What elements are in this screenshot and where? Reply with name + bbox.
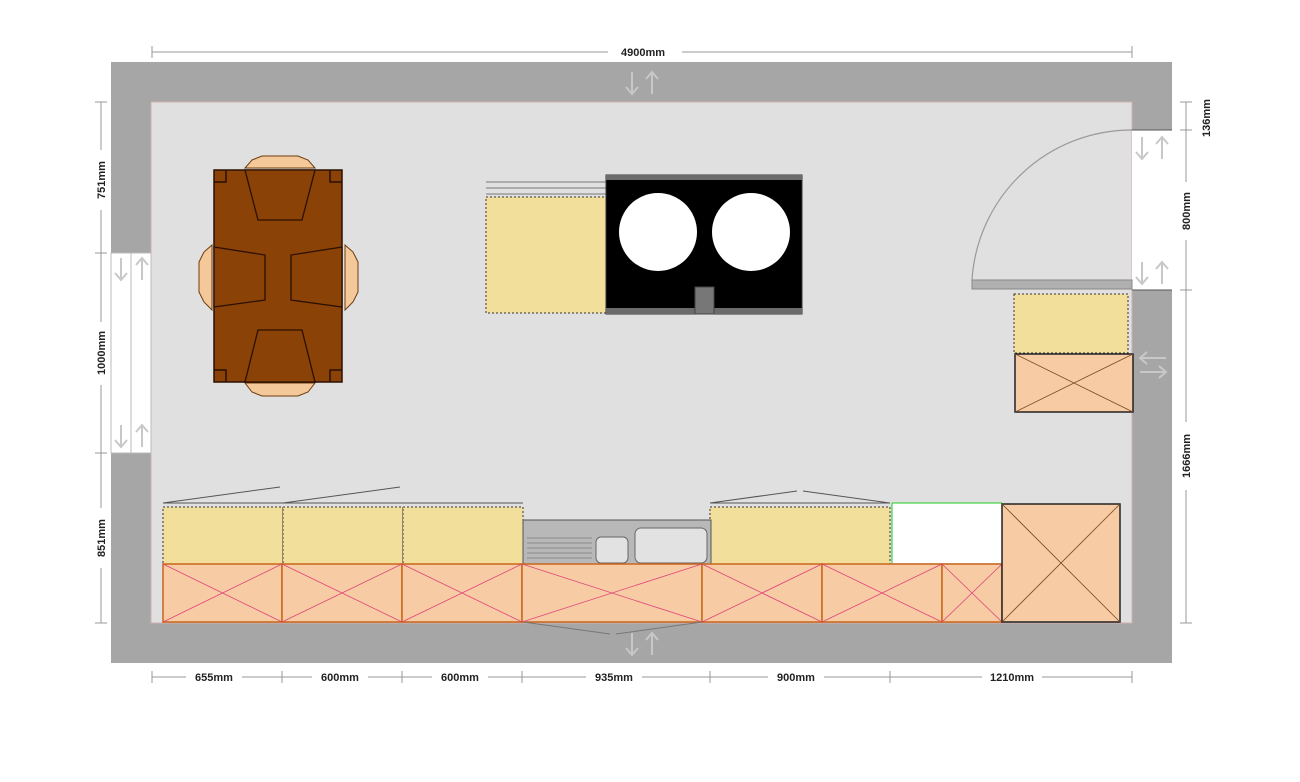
dim-left-2: 1000mm [96, 331, 108, 375]
sink[interactable] [522, 519, 712, 565]
wall-unit-4 [709, 506, 891, 566]
window-left[interactable] [110, 252, 152, 454]
dim-bottom-4: 935mm [595, 672, 633, 684]
bottom-base-units[interactable] [162, 503, 1121, 623]
hob-burner-left [619, 193, 697, 271]
dim-bottom-5: 900mm [777, 672, 815, 684]
dimension-right: 136mm 800mm 1666mm [1180, 99, 1213, 624]
wall-unit-1 [162, 506, 284, 566]
right-wall-units[interactable] [1013, 293, 1134, 413]
bottom-wall-units[interactable] [162, 486, 891, 566]
dimension-top-label: 4900mm [621, 47, 665, 59]
dim-bottom-1: 655mm [195, 672, 233, 684]
island[interactable] [485, 174, 803, 315]
chair-left [198, 243, 213, 312]
dim-right-3: 1666mm [1181, 434, 1193, 478]
hob-control [694, 286, 715, 315]
dim-bottom-6: 1210mm [990, 672, 1034, 684]
chair-right [344, 243, 359, 312]
dim-bottom-3: 600mm [441, 672, 479, 684]
sink-bowl-small [595, 536, 629, 564]
dim-bottom-2: 600mm [321, 672, 359, 684]
dim-right-1: 136mm [1201, 99, 1213, 137]
dimension-left: 751mm 1000mm 851mm [95, 101, 108, 624]
door-leaf [971, 279, 1133, 290]
wall-unit-3 [402, 506, 524, 566]
dining-set[interactable] [198, 155, 359, 397]
dim-left-1: 751mm [96, 161, 108, 199]
chair-top [243, 155, 317, 169]
dimension-bottom: 655mm 600mm 600mm 935mm 900mm 1210mm [151, 671, 1133, 684]
wall-unit-2 [282, 506, 404, 566]
dim-right-2: 800mm [1181, 192, 1193, 230]
dimension-top: 4900mm [151, 46, 1133, 59]
door-right[interactable] [971, 129, 1172, 291]
appliance-space[interactable] [892, 503, 1002, 563]
right-wall-unit [1013, 293, 1129, 354]
sink-bowl-large [634, 527, 708, 564]
island-worktop-unit [485, 196, 607, 314]
wall-arrow-markers [625, 70, 1168, 657]
door-swing-arc [971, 129, 1133, 281]
chair-bottom [243, 382, 317, 397]
dim-left-3: 851mm [96, 519, 108, 557]
hob-burner-right [712, 193, 790, 271]
